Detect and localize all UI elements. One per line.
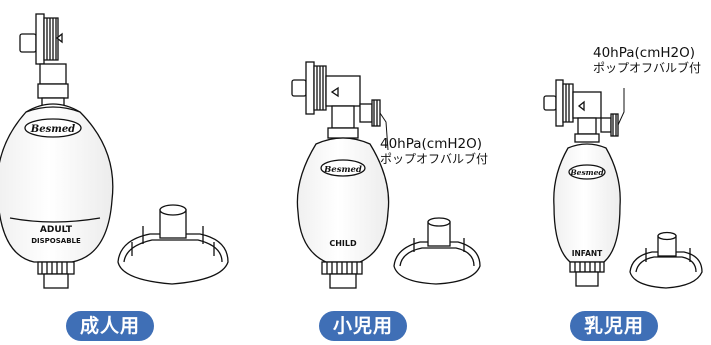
- infant-pop-off-valve: [600, 117, 612, 133]
- infant-face-mask: [629, 231, 703, 289]
- child-pop-off-text: ポップオフバルブ付: [380, 152, 489, 166]
- adult-size-label: ADULT: [40, 225, 73, 235]
- infant-brand-logo: Besmed: [569, 168, 604, 177]
- infant-category-badge: 乳児用: [570, 311, 658, 341]
- infant-size-label: INFANT: [572, 249, 603, 258]
- child-size-label: CHILD: [329, 239, 357, 248]
- child-pressure-text: 40hPa(cmH2O): [380, 136, 483, 152]
- child-face-mask: [393, 217, 481, 285]
- adult-brand-logo: Besmed: [30, 124, 75, 135]
- child-pop-off-valve: [359, 103, 373, 123]
- adult-category-badge: 成人用: [66, 311, 154, 341]
- child-brand-logo: Besmed: [323, 165, 362, 175]
- adult-resuscitator: Besmed ADULT DISPOSABLE: [0, 13, 114, 289]
- child-pop-off-callout: 40hPa(cmH2O) ポップオフバルブ付: [380, 136, 489, 167]
- callout-leader-lines: [379, 88, 625, 151]
- adult-disposable-label: DISPOSABLE: [31, 237, 81, 245]
- adult-face-mask: [117, 204, 229, 285]
- infant-pop-off-text: ポップオフバルブ付: [593, 61, 702, 75]
- infant-pressure-text: 40hPa(cmH2O): [593, 45, 696, 61]
- child-resuscitator: Besmed CHILD: [291, 61, 390, 289]
- child-category-badge: 小児用: [319, 311, 407, 341]
- infant-pop-off-callout: 40hPa(cmH2O) ポップオフバルブ付: [593, 45, 702, 76]
- infant-resuscitator: Besmed INFANT: [543, 79, 621, 287]
